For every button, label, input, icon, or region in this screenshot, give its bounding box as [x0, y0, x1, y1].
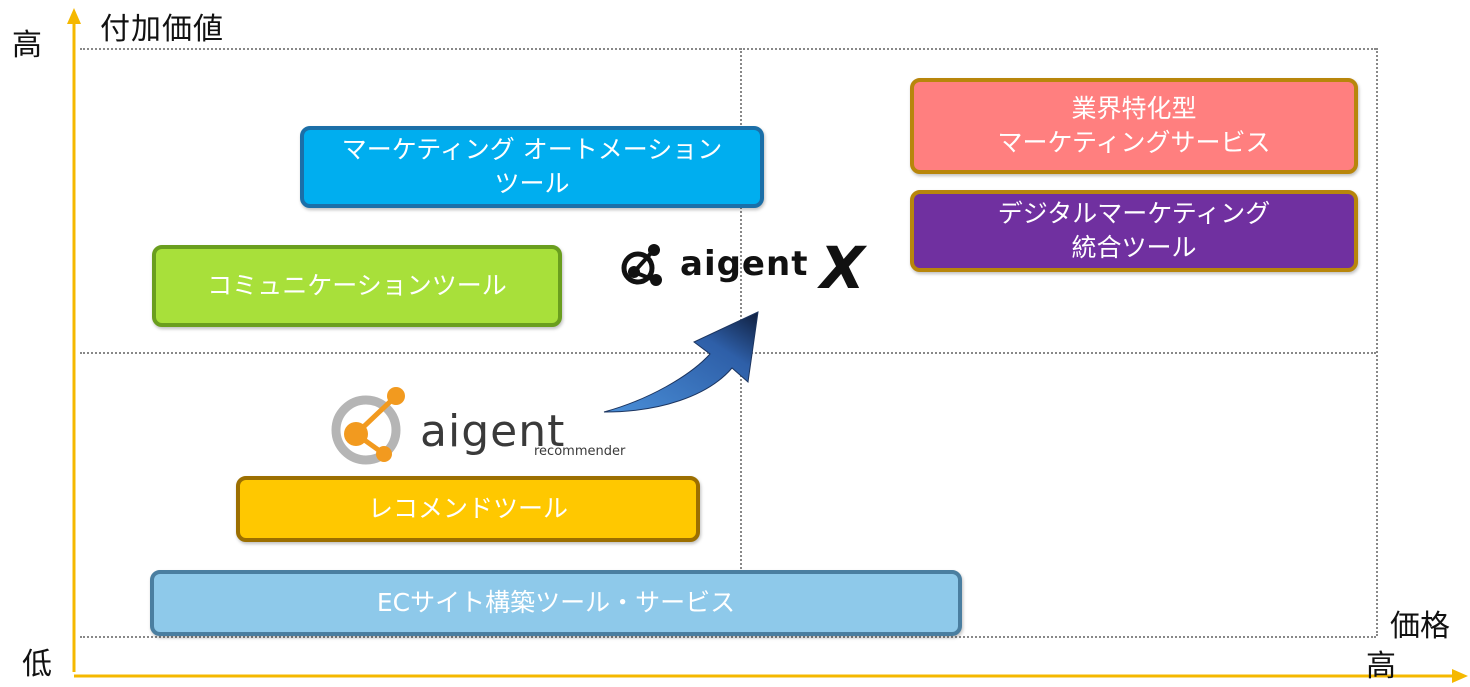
aigent-x-logo-icon — [621, 244, 662, 286]
marketing-automation-box: マーケティング オートメーション ツール — [300, 126, 764, 208]
aigent-recommender-logo-text: aigent — [420, 406, 566, 457]
aigent-recommender-logo: aigent recommender — [326, 382, 626, 472]
y-axis-arrowhead-icon — [67, 8, 81, 24]
x-axis-high-label: 高 — [1366, 649, 1396, 684]
aigent-recommender-logo-subtext: recommender — [534, 444, 626, 459]
grid-line-top — [80, 48, 1376, 50]
ec-site-tool-box: ECサイト構築ツール・サービス — [150, 570, 962, 636]
x-axis-title: 価格 — [1390, 609, 1450, 644]
upward-arrow-icon — [603, 311, 759, 413]
grid-line-right — [1376, 48, 1378, 636]
grid-line-bottom — [80, 636, 1376, 638]
recommend-tool-box: レコメンドツール — [236, 476, 700, 542]
industry-specific-marketing-box: 業界特化型 マーケティングサービス — [910, 78, 1358, 174]
y-axis-high-label: 高 — [12, 28, 42, 63]
aigent-x-logo-suffix: X — [820, 234, 865, 302]
communication-tool-box: コミュニケーションツール — [152, 245, 562, 327]
digital-marketing-integration-box: デジタルマーケティング 統合ツール — [910, 190, 1358, 272]
aigent-recommender-logo-icon — [331, 387, 405, 465]
aigent-x-logo: aigent X — [618, 234, 880, 302]
x-axis-arrowhead-icon — [1452, 669, 1468, 683]
y-axis-title: 付加価値 — [100, 12, 224, 47]
aigent-x-logo-text: aigent — [680, 244, 809, 284]
origin-low-label: 低 — [22, 647, 52, 682]
